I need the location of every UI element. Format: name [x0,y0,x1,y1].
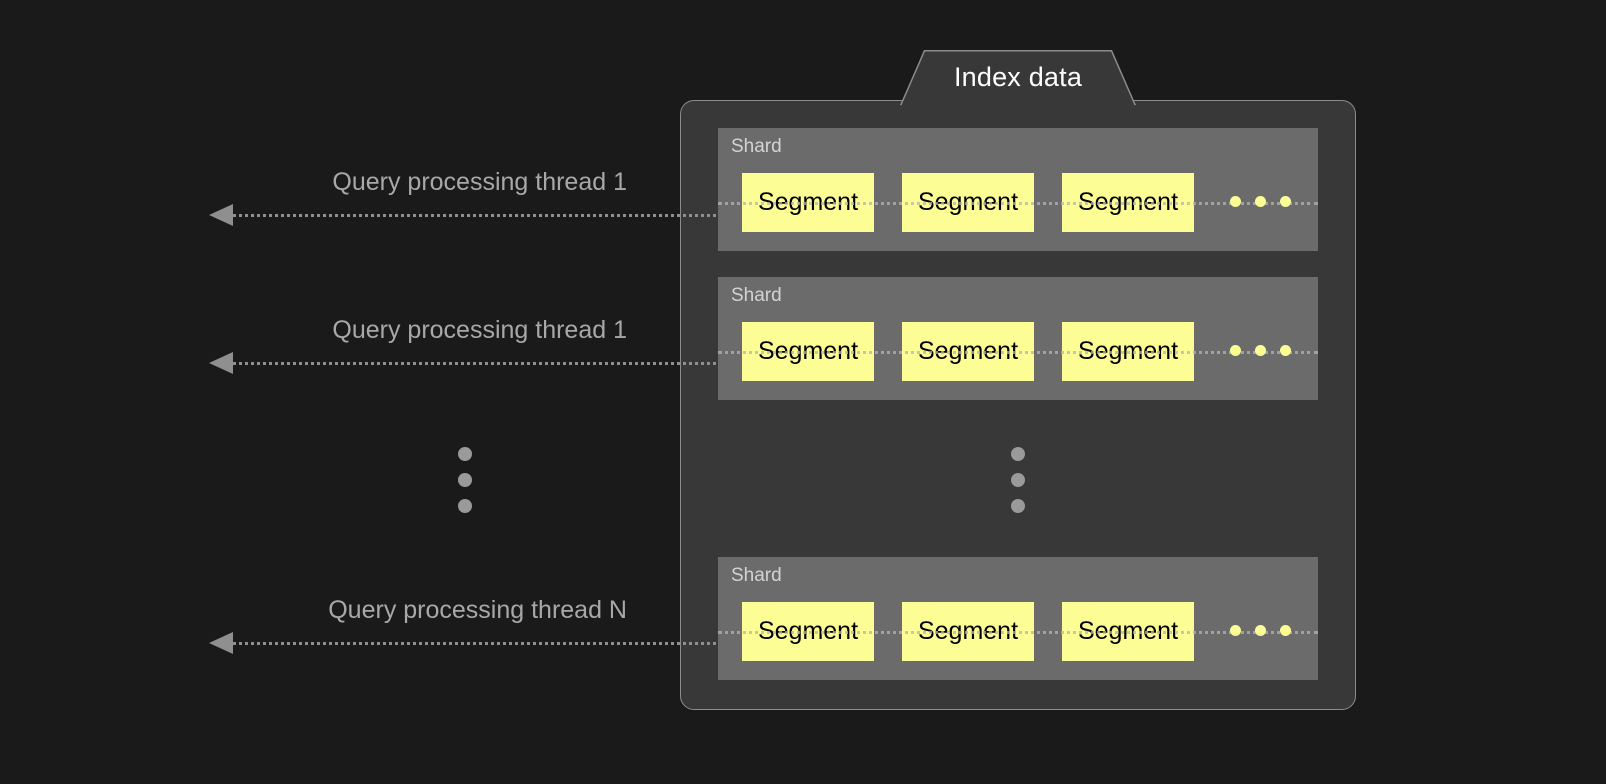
shard-vertical-ellipsis [1011,447,1025,517]
query-thread-arrow-line [232,214,760,217]
query-thread-arrow-line [232,642,760,645]
shard-row: Shard Segment Segment Segment [718,277,1318,400]
arrow-head-icon [209,632,233,654]
query-thread-row: Query processing thread 1 [0,168,760,228]
segment-ellipsis-dots [1230,196,1308,208]
segment-ellipsis-dots [1230,625,1308,637]
query-thread-row: Query processing thread 1 [0,316,760,376]
arrow-head-icon [209,352,233,374]
shard-label: Shard [731,285,782,306]
segment-ellipsis-dots [1230,345,1308,357]
shard-connector-line [718,351,1318,354]
shard-connector-line [718,631,1318,634]
shard-row: Shard Segment Segment Segment [718,557,1318,680]
arrow-head-icon [209,204,233,226]
shard-row: Shard Segment Segment Segment [718,128,1318,251]
query-thread-row: Query processing thread N [0,596,760,656]
query-thread-label: Query processing thread 1 [332,316,627,344]
query-thread-arrow-line [232,362,760,365]
query-thread-label: Query processing thread N [328,596,627,624]
index-data-tab-label: Index data [953,61,1083,92]
shard-connector-line [718,202,1318,205]
thread-vertical-ellipsis [458,447,472,517]
query-thread-label: Query processing thread 1 [332,168,627,196]
shard-label: Shard [731,136,782,157]
shard-label: Shard [731,565,782,586]
